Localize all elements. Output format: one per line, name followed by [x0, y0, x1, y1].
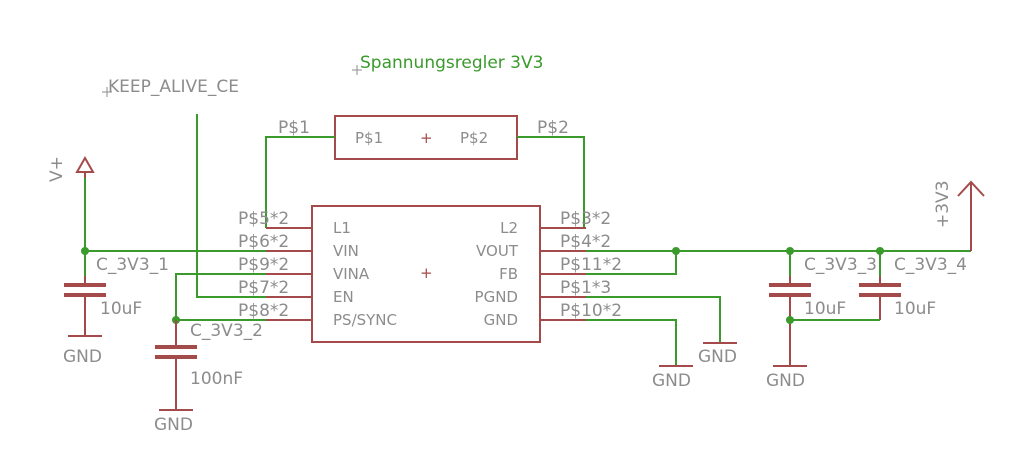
cap2-name: C_3V3_2 — [190, 321, 263, 341]
vplus-label: V+ — [47, 156, 67, 182]
net-label-vina: P$9*2 — [238, 255, 289, 275]
wire-fb — [586, 251, 677, 275]
pin-name-l2: L2 — [500, 219, 518, 237]
pin-name-vin: VIN — [333, 242, 359, 260]
pin-name-vina: VINA — [333, 265, 370, 283]
gnd-label-4: GND — [652, 371, 691, 391]
pin-name-l1: L1 — [333, 219, 351, 237]
pin-name-ps-sync: PS/SYNC — [333, 311, 397, 329]
keep-alive-label: KEEP_ALIVE_CE — [108, 77, 239, 97]
pin-name-vout: VOUT — [476, 242, 519, 260]
cap1-value: 10uF — [100, 299, 142, 319]
gnd-label-2: GND — [154, 415, 193, 435]
net-label-gnd: P$10*2 — [560, 301, 622, 321]
cap3-value: 10uF — [804, 299, 846, 319]
junction — [81, 247, 89, 255]
v3v3-label: +3V3 — [933, 180, 953, 228]
cap2-value: 100nF — [190, 369, 243, 389]
gnd-label-1: GND — [63, 347, 102, 367]
junction — [786, 316, 794, 324]
pin-name-en: EN — [333, 288, 354, 306]
wire-en — [196, 114, 266, 298]
net-label-vout: P$4*2 — [560, 232, 611, 252]
pin-name-fb: FB — [499, 265, 518, 283]
vplus-symbol — [75, 155, 95, 173]
wire-pgnd — [586, 296, 721, 343]
net-label-vin: P$6*2 — [238, 232, 289, 252]
schematic-title: Spannungsregler 3V3 — [360, 53, 543, 73]
wire-gnd — [586, 319, 677, 366]
pin-name-gnd: GND — [484, 311, 518, 329]
junction — [786, 247, 794, 255]
top-module-center-mark: + — [420, 129, 433, 147]
cap4-name: C_3V3_4 — [894, 255, 967, 275]
wire-l2 — [517, 136, 585, 228]
gnd-label-5: GND — [766, 371, 805, 391]
wire-l1 — [265, 136, 335, 228]
net-label-en: P$7*2 — [238, 278, 289, 298]
net-label-p2: P$2 — [537, 118, 569, 138]
net-label-p1: P$1 — [278, 118, 310, 138]
net-label-pgnd: P$1*3 — [560, 278, 611, 298]
gnd-label-3: GND — [698, 347, 737, 367]
cap3-name: C_3V3_3 — [804, 255, 877, 275]
regulator-center-mark: + — [420, 264, 433, 282]
cap4-value: 10uF — [894, 299, 936, 319]
cap1-name: C_3V3_1 — [96, 255, 169, 275]
pin-name-pgnd: PGND — [475, 288, 518, 306]
top-module-pin-right: P$2 — [460, 129, 488, 147]
junction — [876, 247, 884, 255]
net-label-ps-sync: P$8*2 — [238, 301, 289, 321]
junction — [672, 247, 680, 255]
top-module-pin-left: P$1 — [355, 129, 383, 147]
net-label-fb: P$11*2 — [560, 255, 622, 275]
wire-vina — [175, 273, 266, 320]
net-label-l1: P$5*2 — [238, 209, 289, 229]
net-label-l2: P$3*2 — [560, 209, 611, 229]
